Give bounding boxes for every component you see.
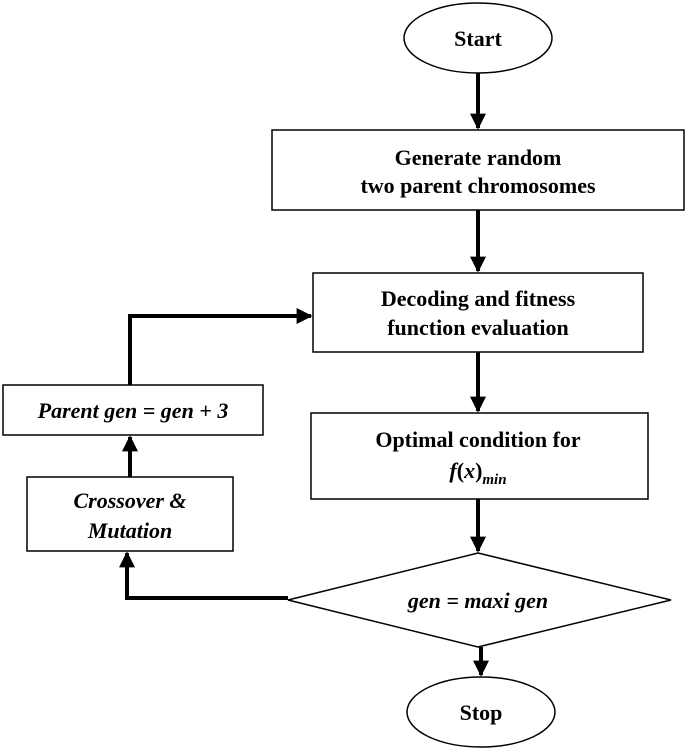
formula-lparen: ( xyxy=(457,458,464,483)
parent-gen-box: Parent gen = gen + 3 xyxy=(2,384,264,436)
optimal-label-line1: Optimal condition for xyxy=(375,427,581,452)
formula-subscript: min xyxy=(482,472,506,488)
optimal-box: Optimal condition for f(x)min xyxy=(310,412,649,500)
start-label: Start xyxy=(454,26,502,51)
formula-f: f xyxy=(449,458,459,483)
generate-box: Generate random two parent chromosomes xyxy=(271,129,685,211)
generate-label-line1: Generate random xyxy=(395,145,562,170)
decision-label: gen = maxi gen xyxy=(407,588,548,613)
formula-rparen: ) xyxy=(475,458,482,483)
arrow-decision-to-crossover xyxy=(119,551,288,600)
parent-gen-label: Parent gen = gen + 3 xyxy=(37,398,229,423)
decode-box: Decoding and fitness function evaluation xyxy=(312,272,644,353)
optimal-formula: f(x)min xyxy=(449,458,506,488)
crossover-box: Crossover & Mutation xyxy=(26,476,234,552)
stop-label: Stop xyxy=(460,700,503,725)
decode-label-line2: function evaluation xyxy=(387,315,569,340)
generate-label-line2: two parent chromosomes xyxy=(360,173,595,198)
formula-x: x xyxy=(463,458,475,483)
stop-node: Stop xyxy=(406,676,556,748)
crossover-label-line1: Crossover & xyxy=(73,488,186,513)
arrow-parent-gen-to-decode xyxy=(128,308,313,385)
decision-diamond: gen = maxi gen xyxy=(287,552,672,648)
crossover-label-line2: Mutation xyxy=(87,518,172,543)
start-node: Start xyxy=(403,2,553,74)
decode-label-line1: Decoding and fitness xyxy=(381,286,576,311)
